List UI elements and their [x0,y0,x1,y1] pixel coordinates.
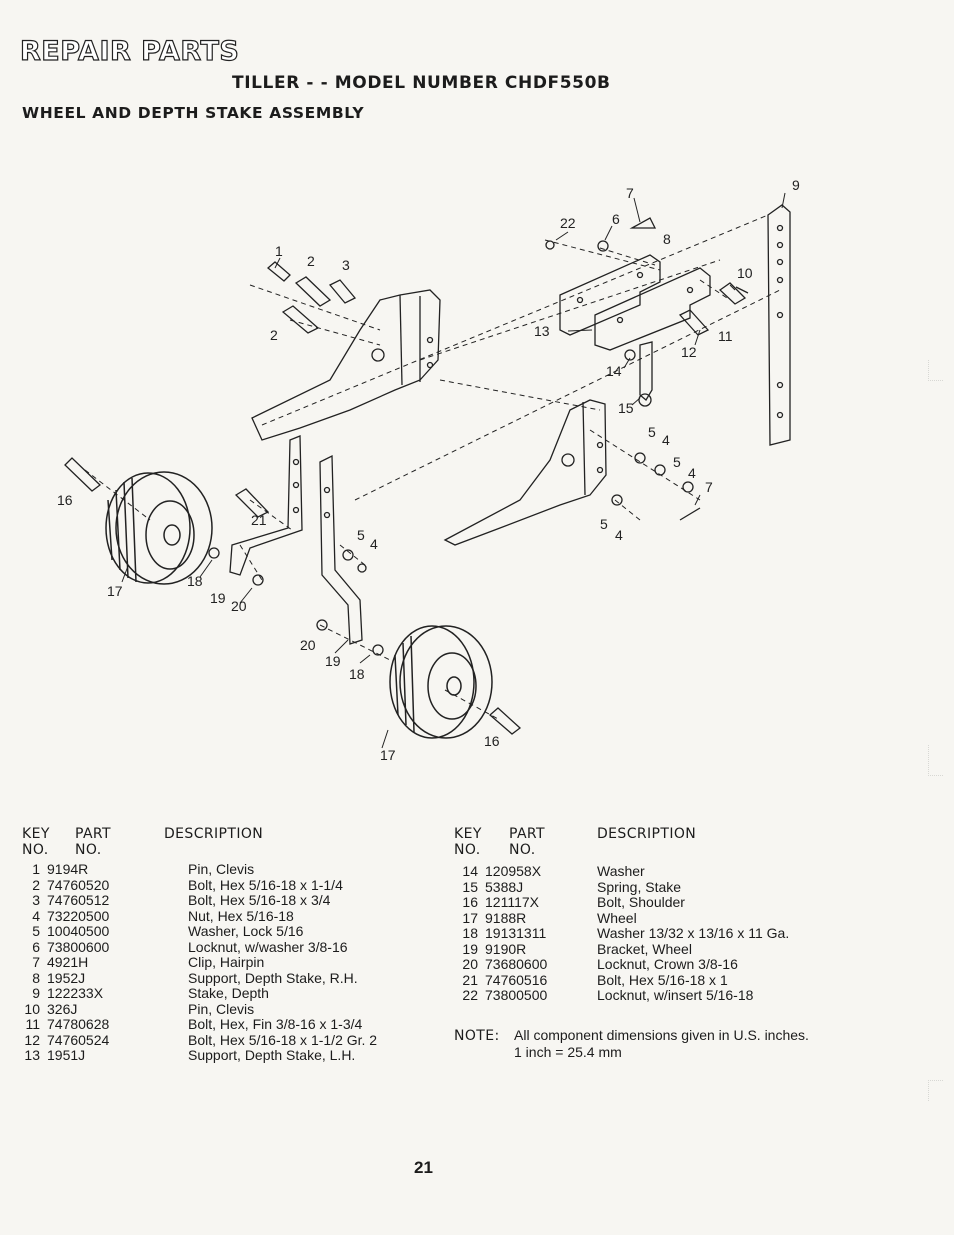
callout: 2 [307,253,315,269]
callout: 6 [612,211,620,227]
page-number: 21 [414,1158,433,1177]
right-wheel [389,625,493,739]
callout: 12 [681,344,697,360]
right-frame-bracket [443,399,607,546]
callout: 10 [737,265,753,281]
callout: 4 [615,527,623,543]
dimensions-note: NOTE: All component dimensions given in U… [454,1027,809,1060]
callout-labels: 1 2 3 2 7 22 6 8 9 10 13 11 12 14 15 5 4… [57,177,800,763]
callout: 14 [606,363,622,379]
scan-mark [928,745,943,776]
callout: 2 [270,327,278,343]
right-part-header: PART NO. [509,826,545,858]
callout: 18 [349,666,365,682]
callout: 4 [688,465,696,481]
callout: 19 [325,653,341,669]
right-description-header: DESCRIPTION [597,826,697,842]
depth-stake-supports [559,254,711,351]
note-label: NOTE: [454,1028,500,1044]
depth-stake [767,204,791,446]
callout: 5 [357,527,365,543]
wheel-brackets [229,435,363,645]
scan-mark [928,1080,943,1101]
section-heading: WHEEL AND DEPTH STAKE ASSEMBLY [22,104,365,122]
callout: 3 [342,257,350,273]
right-bolts [545,217,749,521]
callout: 15 [618,400,634,416]
callout: 20 [300,637,316,653]
callout: 13 [534,323,550,339]
callout: 22 [560,215,576,231]
callout: 11 [718,328,733,344]
page-title: REPAIR PARTS [19,35,240,67]
stake-spring [624,341,653,407]
callout: 4 [662,432,670,448]
left-wheel [105,471,213,585]
callout: 7 [705,479,713,495]
lower-hardware [64,457,522,735]
callout: 4 [370,536,378,552]
left-key-header: KEY NO. [22,826,50,858]
callout: 1 [275,243,283,259]
callout: 9 [792,177,800,193]
callout: 19 [210,590,226,606]
leader-lines [121,192,786,749]
callout: 5 [600,516,608,532]
callout: 18 [187,573,203,589]
note-line-2: 1 inch = 25.4 mm [514,1044,622,1060]
upper-bolts [266,261,357,334]
callout: 20 [231,598,247,614]
left-description-header: DESCRIPTION [164,826,264,842]
note-line-1: All component dimensions given in U.S. i… [514,1027,809,1043]
callout: 5 [648,424,656,440]
right-key-header: KEY NO. [454,826,482,858]
callout: 5 [673,454,681,470]
scan-mark [928,360,943,381]
exploded-parts-diagram: 1 2 3 2 7 22 6 8 9 10 13 11 12 14 15 5 4… [57,177,800,763]
callout: 8 [663,231,671,247]
model-subtitle: TILLER - - MODEL NUMBER CHDF550B [232,73,611,93]
callout: 17 [107,583,123,599]
left-frame-bracket [251,289,441,441]
callout: 21 [251,512,267,528]
callout: 17 [380,747,396,763]
callout: 7 [626,185,634,201]
callout: 16 [484,733,500,749]
callout: 16 [57,492,73,508]
left-part-header: PART NO. [75,826,111,858]
